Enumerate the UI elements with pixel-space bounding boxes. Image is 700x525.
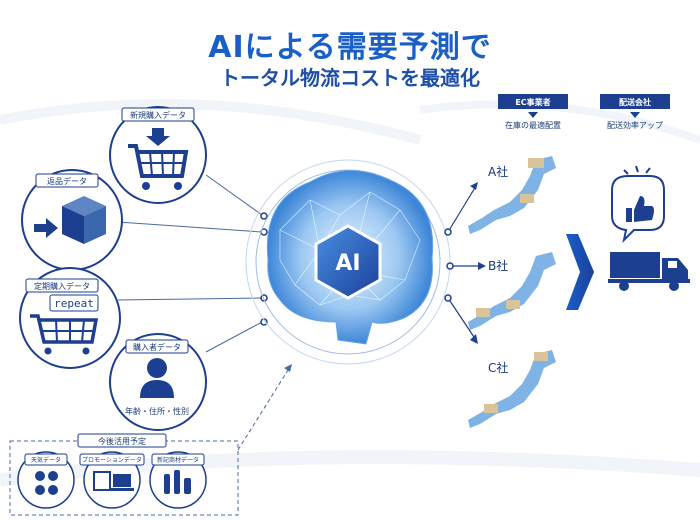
input-buyer: 購入者データ 年齢・住所・性別 xyxy=(109,333,207,431)
cart-icon xyxy=(128,128,189,190)
output-dots xyxy=(444,228,454,302)
delivery-sub: 配送効率アップ xyxy=(607,120,663,130)
delivery-title: 配送会社 xyxy=(619,97,651,107)
new-purchase-label: 新規購入データ xyxy=(130,110,186,120)
input-returns: 返品データ xyxy=(21,169,123,271)
input-new-purchase: 新規購入データ xyxy=(109,106,207,204)
page-subtitle: トータル物流コストを最適化 xyxy=(220,66,480,90)
truck-icon xyxy=(608,252,690,291)
buyer-attrs: 年齢・住所・性別 xyxy=(125,406,189,416)
brain-network-icon: AI xyxy=(245,159,451,365)
weather-icon xyxy=(35,471,58,495)
page-title: AIによる需要予測で xyxy=(208,30,492,65)
weather-label: 天気データ xyxy=(31,456,61,464)
box-icon xyxy=(62,196,106,244)
promotion-label: プロモーションデータ xyxy=(82,456,142,464)
buyer-label: 購入者データ xyxy=(133,342,181,352)
repeat-purchase-label: 定期購入データ xyxy=(34,281,90,291)
repeat-word: repeat xyxy=(54,297,94,310)
input-connectors xyxy=(117,174,289,451)
output-arrowheads xyxy=(470,182,486,344)
ai-label: AI xyxy=(335,251,360,276)
input-repeat-purchase: 定期購入データ repeat xyxy=(19,267,121,369)
returns-label: 返品データ xyxy=(47,176,87,186)
future-data-box: 今後活用予定 天気データ プロモーションデータ 新記商材データ xyxy=(9,433,239,516)
ec-header: EC事業者 在庫の最適配置 xyxy=(498,94,568,130)
company-a-label: A社 xyxy=(488,164,508,179)
future-title: 今後活用予定 xyxy=(98,436,146,446)
arrow-right-icon xyxy=(34,218,58,238)
person-icon xyxy=(140,358,174,398)
dashed-arrowhead xyxy=(284,364,292,372)
japan-map-icon xyxy=(468,156,556,428)
cosmetics-icon xyxy=(164,470,191,494)
delivery-header: 配送会社 配送効率アップ xyxy=(600,94,670,130)
ec-title: EC事業者 xyxy=(515,97,550,107)
company-c-label: C社 xyxy=(488,360,508,375)
ec-sub: 在庫の最適配置 xyxy=(505,120,561,130)
output-connectors xyxy=(447,185,478,341)
cart-repeat-icon xyxy=(30,314,99,355)
thumbs-up-icon xyxy=(611,165,665,244)
new-product-label: 新記商材データ xyxy=(157,456,199,464)
monitor-icon xyxy=(93,471,134,491)
company-b-label: B社 xyxy=(488,258,508,273)
arrow-right-icon xyxy=(566,234,594,310)
